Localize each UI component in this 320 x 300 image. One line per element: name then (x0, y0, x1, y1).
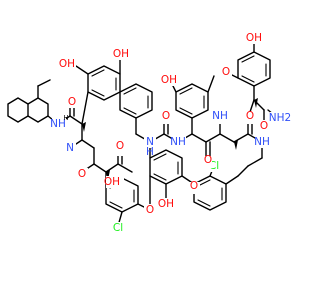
atom-label-nh: NH (170, 136, 186, 148)
atom-label-o: O (190, 180, 198, 192)
atom-label-oh: OH (158, 198, 174, 210)
molecule-structure-svg: OH OH O NH N O OH O N H O NH O Cl OH O C… (7, 32, 291, 234)
atom-label-h: H (146, 146, 154, 158)
aromatic-ring-upper-center (119, 83, 153, 119)
atom-label-oh: OH (113, 48, 129, 60)
atom-label-o: O (260, 120, 268, 132)
atom-label-nh: NH (212, 110, 228, 122)
atom-label-o: O (68, 96, 76, 108)
atom-label-n: N (146, 136, 154, 148)
atom-label-oh: OH (104, 176, 120, 188)
atom-label-nh2: NH2 (269, 112, 291, 124)
atom-label-oh: OH (161, 74, 177, 86)
atom-label-o: O (146, 204, 154, 216)
atom-label-o: O (222, 66, 230, 78)
atom-label-nh: NH (254, 136, 270, 148)
aromatic-ring-upper-left (75, 57, 121, 101)
aromatic-ring-lower-right (193, 165, 239, 211)
atom-label-nh: NH (50, 118, 66, 130)
atom-label-o: O (246, 110, 254, 122)
atom-labels: OH OH O NH N O OH O N H O NH O Cl OH O C… (50, 32, 291, 234)
atom-label-cl: Cl (209, 160, 219, 172)
atom-label-cl: Cl (113, 222, 123, 234)
atom-label-stereo-h: H (63, 114, 68, 122)
atom-label-o: O (116, 140, 124, 152)
atom-label-o: O (162, 110, 170, 122)
aromatic-ring-lower-center (149, 149, 195, 211)
atom-label-o: O (204, 154, 212, 166)
atom-label-oh: OH (246, 32, 262, 44)
atom-label-oh: OH (59, 58, 75, 70)
atom-label-n: N (66, 142, 74, 154)
atom-label-o: O (78, 168, 86, 180)
molecule-diagram: OH OH O NH N O OH O N H O NH O Cl OH O C… (7, 32, 292, 234)
